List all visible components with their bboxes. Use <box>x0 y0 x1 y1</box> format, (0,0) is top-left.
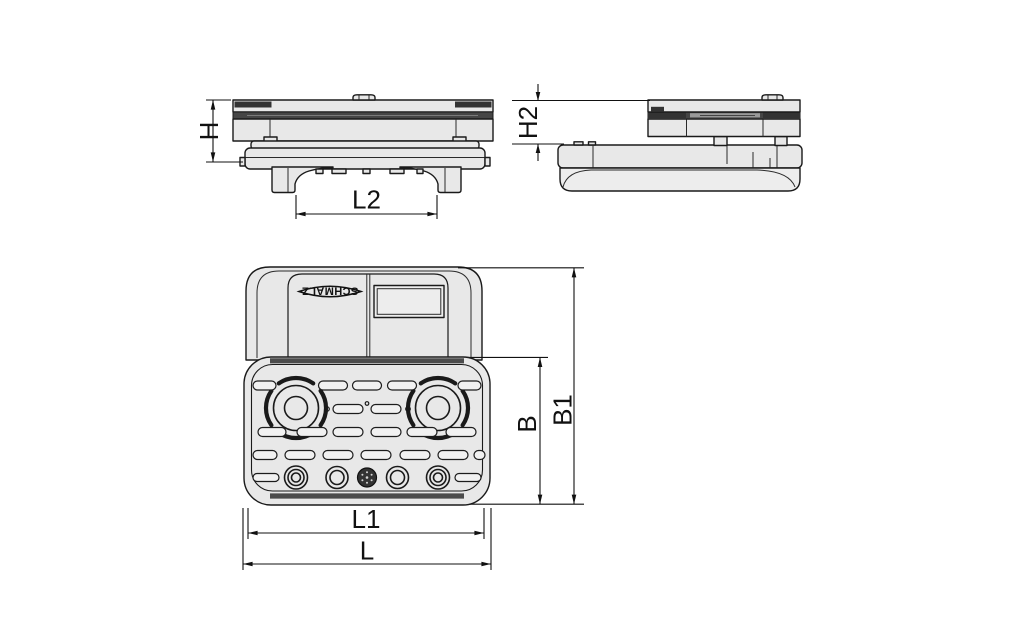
top-plate <box>232 99 494 113</box>
slot <box>332 426 364 438</box>
clamping-port-left <box>263 375 329 441</box>
slot <box>252 472 280 483</box>
side-screw-head <box>761 94 784 101</box>
clamping-port-right <box>405 375 471 441</box>
label-plate <box>373 284 445 319</box>
dimension-l1: L1 <box>247 504 485 539</box>
cover-divider-line <box>366 274 371 358</box>
slot <box>399 449 431 461</box>
slot <box>296 426 328 438</box>
slot <box>370 403 402 415</box>
slot <box>322 449 354 461</box>
pin-holes <box>324 401 411 412</box>
foot-right <box>399 166 462 194</box>
dimension-l-label: L <box>360 536 374 566</box>
suction-slot-grid <box>252 380 486 483</box>
slot <box>454 472 482 483</box>
schmalz-logo: SCHMALZ <box>296 285 364 298</box>
side-base-notch-2 <box>587 141 597 146</box>
base-tab-right <box>484 156 491 167</box>
slot <box>351 380 383 391</box>
base-cushion <box>559 167 801 192</box>
side-top-plate-notch <box>651 106 664 112</box>
label-plate-inner <box>376 288 442 315</box>
side-top-plate <box>647 99 801 113</box>
side-leg-right <box>774 135 788 147</box>
base-cushion-contour <box>562 169 796 188</box>
logo-lens-outline <box>296 285 364 298</box>
base-slab <box>244 147 486 170</box>
logo-text: SCHMALZ <box>302 285 359 297</box>
side-base-notch-1 <box>573 141 584 146</box>
screw-head-ridges <box>358 95 370 100</box>
slot <box>370 426 402 438</box>
connector-port-2 <box>325 465 349 490</box>
dimension-b1: B1 <box>548 267 578 505</box>
slot <box>332 403 364 415</box>
top-plate-end-cap-right <box>455 101 492 108</box>
slot <box>445 426 477 438</box>
slot <box>284 449 316 461</box>
slot <box>252 380 277 391</box>
dimension-h: H <box>194 99 243 163</box>
slot <box>473 449 486 461</box>
slot <box>360 449 392 461</box>
foot-left <box>271 166 334 194</box>
dimension-l2-label: L2 <box>352 185 381 215</box>
side-block-division-lines <box>686 119 764 137</box>
pad-plate <box>243 356 491 506</box>
connector-port-1 <box>283 465 309 490</box>
front-elevation-view: H L2 <box>194 94 494 219</box>
upper-cover-panel <box>287 273 449 359</box>
under-base-tabs <box>315 168 424 175</box>
dimension-b: B <box>512 357 543 505</box>
slot <box>437 449 469 461</box>
plan-view: SCHMALZ <box>242 266 584 570</box>
dimension-b1-label: B1 <box>548 394 578 426</box>
dimension-l1-label: L1 <box>352 504 381 534</box>
pad-plate-bezel <box>250 363 484 492</box>
top-plate-end-cap-left <box>234 101 272 108</box>
slot <box>406 426 438 438</box>
knurled-knob <box>356 467 378 488</box>
dimension-h-label: H <box>194 122 224 141</box>
side-base-division-lines <box>592 145 778 168</box>
dimension-h2-label: H2 <box>513 106 543 139</box>
upper-body-inner-edge <box>256 270 472 358</box>
connector-port-3 <box>385 465 410 490</box>
dimension-l: L <box>242 508 492 570</box>
side-seal-band-left <box>648 112 686 119</box>
side-elevation-view: H2 <box>512 84 803 192</box>
slot <box>257 426 287 438</box>
dimension-h2: H2 <box>512 84 650 161</box>
width-extension-lines <box>455 267 584 505</box>
dimension-l2: L2 <box>295 185 438 219</box>
side-base-slab <box>557 144 803 169</box>
connector-port-4 <box>425 465 451 490</box>
screw-head <box>352 94 376 101</box>
dimension-b-label: B <box>512 415 542 432</box>
side-screw-head-ridges <box>767 95 778 100</box>
slot <box>457 380 482 391</box>
slot <box>317 380 349 391</box>
side-seal-band-right <box>763 112 800 119</box>
side-leg-left <box>713 135 728 147</box>
slot <box>386 380 418 391</box>
side-lower-block <box>647 118 801 138</box>
slot <box>252 449 278 461</box>
